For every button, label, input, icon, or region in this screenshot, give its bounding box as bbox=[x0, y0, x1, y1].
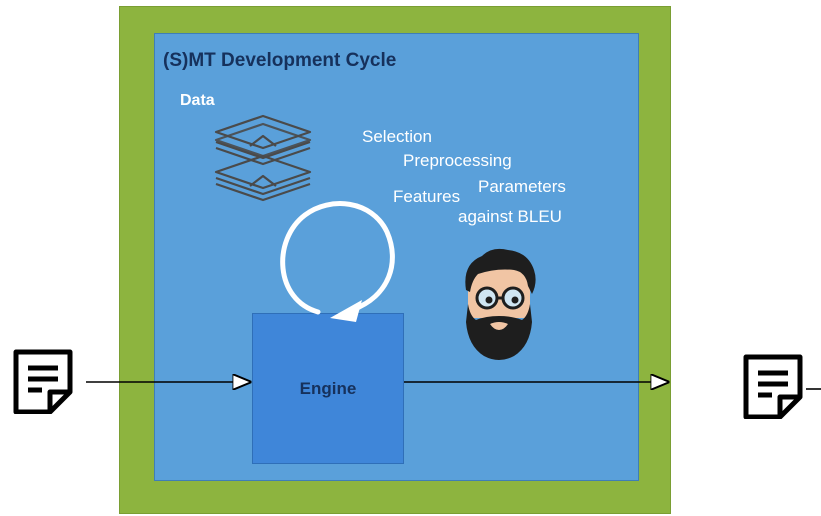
cycle-loop-arrow bbox=[280, 201, 395, 315]
bearded-developer-icon bbox=[456, 246, 542, 364]
note-parameters: Parameters bbox=[478, 177, 566, 196]
layers-stack-icon bbox=[210, 112, 316, 204]
data-label: Data bbox=[180, 92, 215, 109]
note-features: Features bbox=[393, 187, 461, 206]
note-against-bleu: against BLEU bbox=[458, 207, 562, 226]
input-document-icon bbox=[10, 348, 76, 415]
output-document-icon bbox=[740, 353, 821, 419]
diagram-title: (S)MT Development Cycle bbox=[163, 50, 397, 71]
engine-label: Engine bbox=[299, 378, 357, 398]
engine-box: Engine bbox=[252, 313, 404, 464]
cycle-arrowhead bbox=[330, 300, 362, 322]
note-selection: Selection bbox=[362, 127, 432, 146]
note-preprocessing: Preprocessing bbox=[403, 151, 512, 170]
